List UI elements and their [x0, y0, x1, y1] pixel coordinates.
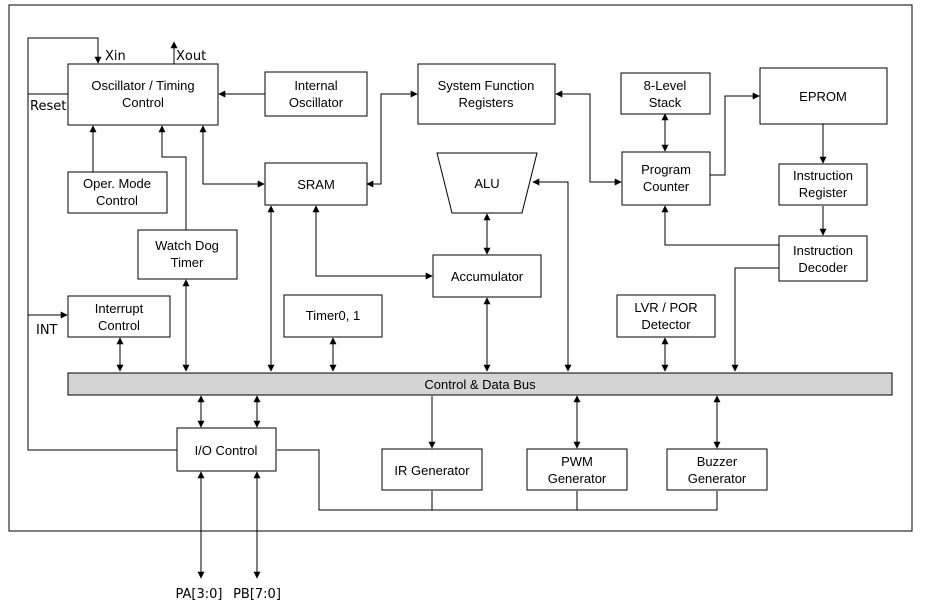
- oscillator-timing-control-label-1: Oscillator / Timing: [91, 78, 194, 93]
- instruction-register-label-2: Register: [799, 185, 848, 200]
- stack-label-2: Stack: [649, 95, 682, 110]
- stack-block: 8-Level Stack: [620, 72, 711, 115]
- watch-dog-timer-block: Watch Dog Timer: [137, 229, 238, 280]
- instruction-decoder-label-2: Decoder: [798, 260, 848, 275]
- stack-label-1: 8-Level: [644, 78, 687, 93]
- buzzer-generator-label-2: Generator: [688, 471, 747, 486]
- program-counter-block: Program Counter: [621, 151, 711, 206]
- accumulator-label: Accumulator: [451, 269, 524, 284]
- sram-block: SRAM: [264, 162, 368, 206]
- watch-dog-timer-label-1: Watch Dog: [155, 238, 219, 253]
- oper-mode-control-block: Oper. Mode Control: [67, 171, 168, 214]
- accumulator-block: Accumulator: [432, 254, 542, 298]
- buzzer-generator-label-1: Buzzer: [697, 454, 738, 469]
- system-function-registers-label-2: Registers: [459, 95, 514, 110]
- internal-oscillator-label-2: Oscillator: [289, 95, 344, 110]
- control-data-bus: Control & Data Bus: [67, 372, 893, 396]
- oscillator-timing-control-label-2: Control: [122, 95, 164, 110]
- int-pin-label: INT: [36, 323, 58, 338]
- pb-pin-label: PB[7:0]: [233, 587, 281, 602]
- system-function-registers-block: System Function Registers: [417, 63, 556, 125]
- control-data-bus-label: Control & Data Bus: [424, 377, 536, 392]
- oper-mode-control-label-1: Oper. Mode: [83, 176, 151, 191]
- interrupt-control-label-2: Control: [98, 318, 140, 333]
- chip-boundary: [8, 4, 913, 532]
- pa-pin-label: PA[3:0]: [176, 587, 223, 602]
- connections: [27, 37, 827, 579]
- xout-pin-label: Xout: [176, 49, 206, 64]
- system-function-registers-label-1: System Function: [438, 78, 535, 93]
- eprom-label: EPROM: [799, 89, 847, 104]
- xin-pin-label: Xin: [105, 49, 126, 64]
- alu-block: ALU: [436, 152, 538, 214]
- instruction-register-block: Instruction Register: [778, 163, 868, 206]
- interrupt-control-label-1: Interrupt: [95, 301, 144, 316]
- instruction-register-label-1: Instruction: [793, 168, 853, 183]
- lvr-por-detector-label-1: LVR / POR: [634, 300, 697, 315]
- ir-generator-block: IR Generator: [381, 448, 483, 491]
- alu-label: ALU: [474, 176, 499, 191]
- buzzer-generator-block: Buzzer Generator: [666, 448, 768, 491]
- io-control-label: I/O Control: [195, 443, 258, 458]
- reset-pin-label: Reset: [30, 99, 66, 114]
- program-counter-label-2: Counter: [643, 179, 690, 194]
- pwm-generator-block: PWM Generator: [526, 448, 628, 491]
- interrupt-control-block: Interrupt Control: [67, 295, 171, 338]
- timer-block: Timer0, 1: [283, 294, 383, 338]
- sram-label: SRAM: [297, 177, 335, 192]
- pwm-generator-label-1: PWM: [561, 454, 593, 469]
- lvr-por-detector-label-2: Detector: [641, 317, 691, 332]
- instruction-decoder-label-1: Instruction: [793, 243, 853, 258]
- pwm-generator-label-2: Generator: [548, 471, 607, 486]
- instruction-decoder-block: Instruction Decoder: [778, 235, 868, 282]
- eprom-block: EPROM: [759, 67, 888, 125]
- io-control-block: I/O Control: [176, 427, 277, 472]
- watch-dog-timer-label-2: Timer: [171, 255, 204, 270]
- oper-mode-control-label-2: Control: [96, 193, 138, 208]
- internal-oscillator-label-1: Internal: [294, 78, 337, 93]
- program-counter-label-1: Program: [641, 162, 691, 177]
- timer-label: Timer0, 1: [306, 308, 360, 323]
- internal-oscillator-block: Internal Oscillator: [264, 71, 368, 117]
- ir-generator-label: IR Generator: [394, 463, 470, 478]
- lvr-por-detector-block: LVR / POR Detector: [616, 294, 716, 338]
- oscillator-timing-control-block: Oscillator / Timing Control: [67, 63, 219, 126]
